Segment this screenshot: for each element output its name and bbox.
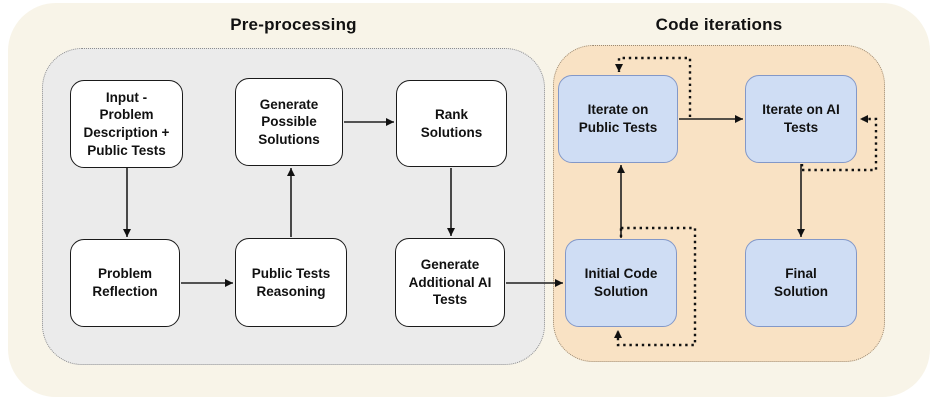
node-initial-code-solution: Initial Code Solution: [565, 239, 677, 327]
node-generate-additional-ai-tests-label: Generate Additional AI Tests: [408, 257, 492, 308]
preprocessing-title: Pre-processing: [230, 15, 357, 34]
node-initial-code-solution-label: Initial Code Solution: [584, 266, 658, 299]
code-iterations-title: Code iterations: [655, 15, 783, 34]
node-iterate-on-ai-tests-label: Iterate on AI Tests: [762, 102, 840, 135]
node-rank-solutions-label: Rank Solutions: [420, 106, 483, 140]
node-generate-possible-solutions: Generate Possible Solutions: [235, 78, 343, 166]
node-final-solution-label: Final Solution: [774, 266, 828, 299]
node-input-problem-description: Input - Problem Description + Public Tes…: [70, 80, 183, 168]
node-problem-reflection-label: Problem Reflection: [92, 266, 158, 299]
node-generate-possible-solutions-label: Generate Possible Solutions: [258, 96, 320, 147]
node-public-tests-reasoning: Public Tests Reasoning: [235, 238, 347, 327]
node-iterate-on-public-tests: Iterate on Public Tests: [558, 75, 678, 163]
node-generate-additional-ai-tests: Generate Additional AI Tests: [395, 238, 505, 327]
node-input-label: Input - Problem Description + Public Tes…: [83, 89, 170, 158]
node-iterate-on-ai-tests: Iterate on AI Tests: [745, 75, 857, 163]
node-final-solution: Final Solution: [745, 239, 857, 327]
node-public-tests-reasoning-label: Public Tests Reasoning: [251, 265, 331, 299]
node-problem-reflection: Problem Reflection: [70, 239, 180, 327]
node-iterate-on-public-tests-label: Iterate on Public Tests: [578, 102, 658, 135]
node-rank-solutions: Rank Solutions: [396, 80, 507, 167]
